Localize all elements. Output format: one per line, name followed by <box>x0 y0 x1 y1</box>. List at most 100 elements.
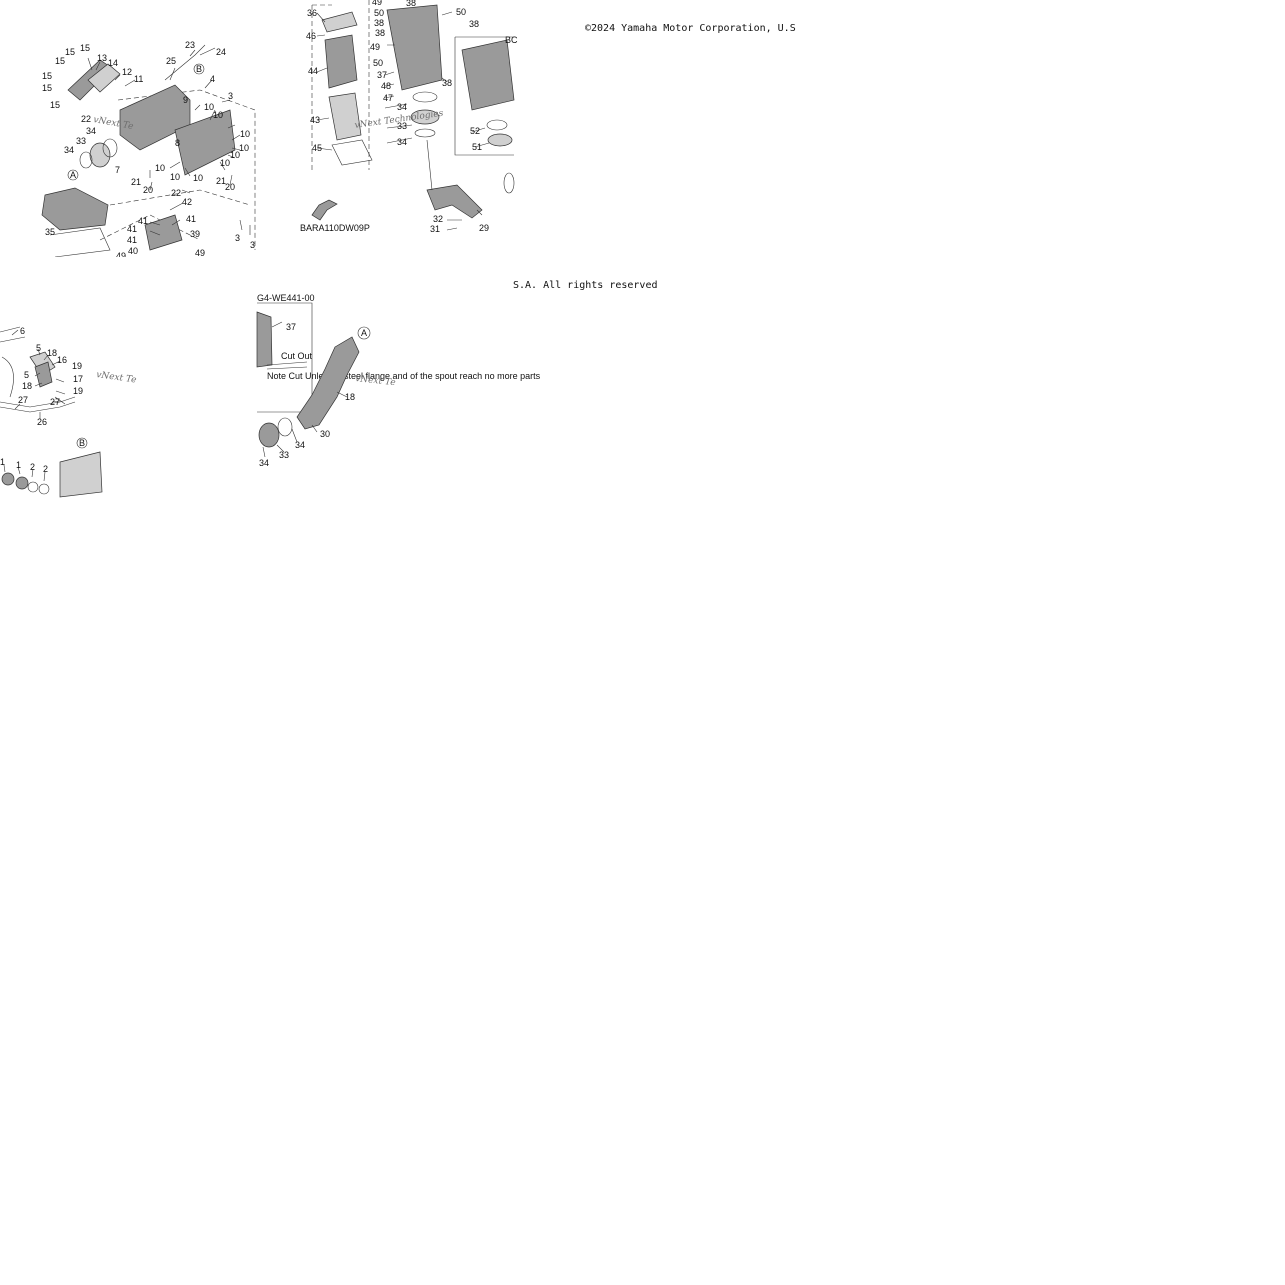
sub-diagram-code: G4-WE441-00 <box>257 293 315 303</box>
svg-text:7: 7 <box>115 165 120 175</box>
svg-text:36: 36 <box>307 8 317 18</box>
svg-text:3: 3 <box>228 91 233 101</box>
filter-cage <box>328 92 362 141</box>
svg-text:18: 18 <box>47 348 57 358</box>
svg-text:15: 15 <box>42 83 52 93</box>
svg-text:39: 39 <box>190 229 200 239</box>
svg-text:21: 21 <box>216 176 226 186</box>
cover-b <box>59 451 103 498</box>
svg-text:38: 38 <box>406 0 416 8</box>
svg-text:50: 50 <box>373 58 383 68</box>
coupler-sleeve <box>89 142 111 168</box>
svg-text:47: 47 <box>383 93 393 103</box>
svg-text:12: 12 <box>122 67 132 77</box>
svg-text:33: 33 <box>397 121 407 131</box>
svg-text:21: 21 <box>131 177 141 187</box>
svg-text:8: 8 <box>175 138 180 148</box>
svg-text:15: 15 <box>50 100 60 110</box>
diagram-code-label: BARA110DW09P <box>300 223 370 233</box>
svg-text:38: 38 <box>442 78 452 88</box>
watermark-text: vNext Te <box>96 370 137 386</box>
intake-hose <box>296 336 360 430</box>
svg-text:49: 49 <box>372 0 382 7</box>
diagram-tile-intake-manifold: 15 15 13 15 14 15 12 11 15 23 24 25 B 4 … <box>0 0 257 261</box>
hose-coupler <box>258 422 280 448</box>
svg-text:48: 48 <box>381 81 391 91</box>
svg-text:1: 1 <box>16 460 21 470</box>
svg-text:5: 5 <box>24 370 29 380</box>
clamp-block <box>34 361 53 388</box>
copyright-notice: ©2024 Yamaha Motor Corporation, U.S <box>585 23 796 34</box>
svg-text:42: 42 <box>182 197 192 207</box>
air-box-alt <box>461 39 515 111</box>
svg-text:32: 32 <box>433 214 443 224</box>
svg-text:50: 50 <box>456 7 466 17</box>
svg-text:52: 52 <box>470 126 480 136</box>
svg-text:1: 1 <box>0 457 5 467</box>
svg-text:10: 10 <box>239 143 249 153</box>
svg-text:22: 22 <box>171 188 181 198</box>
svg-text:34: 34 <box>397 102 407 112</box>
seal-ring <box>321 11 358 33</box>
svg-text:10: 10 <box>204 102 214 112</box>
svg-text:13: 13 <box>97 53 107 63</box>
svg-text:34: 34 <box>64 145 74 155</box>
diagram-tile-hose-assembly: 6 5 18 16 5 18 19 17 19 27 27 26 B 1 1 2… <box>0 257 257 498</box>
svg-text:49: 49 <box>195 248 205 258</box>
air-filter <box>324 34 358 89</box>
svg-text:49: 49 <box>116 251 126 261</box>
svg-text:50: 50 <box>374 8 384 18</box>
svg-text:A: A <box>70 170 76 180</box>
svg-text:B: B <box>79 438 85 448</box>
svg-text:15: 15 <box>42 71 52 81</box>
svg-text:2: 2 <box>43 464 48 474</box>
intake-duct <box>426 184 483 219</box>
svg-text:10: 10 <box>220 158 230 168</box>
svg-text:10: 10 <box>155 163 165 173</box>
svg-text:31: 31 <box>430 224 440 234</box>
air-box-body <box>386 4 443 91</box>
svg-text:34: 34 <box>86 126 96 136</box>
detail-note-title: Cut Out <box>281 351 313 361</box>
air-box-section <box>256 311 273 368</box>
svg-text:2: 2 <box>30 462 35 472</box>
svg-text:27: 27 <box>18 395 28 405</box>
svg-text:45: 45 <box>312 143 322 153</box>
svg-text:35: 35 <box>45 227 55 237</box>
svg-text:24: 24 <box>216 47 226 57</box>
svg-text:3: 3 <box>250 240 255 250</box>
svg-text:10: 10 <box>240 129 250 139</box>
diagram-tile-intake-hose: G4-WE441-00 Cut Out Note Cut Unless is s… <box>256 257 541 497</box>
svg-text:30: 30 <box>320 429 330 439</box>
svg-text:23: 23 <box>185 40 195 50</box>
svg-text:10: 10 <box>170 172 180 182</box>
svg-text:14: 14 <box>108 58 118 68</box>
svg-text:43: 43 <box>310 115 320 125</box>
svg-text:41: 41 <box>127 235 137 245</box>
svg-text:38: 38 <box>375 28 385 38</box>
svg-text:37: 37 <box>286 322 296 332</box>
cover <box>41 187 109 231</box>
svg-text:26: 26 <box>37 417 47 427</box>
diagram-tile-air-box: 36 49 38 50 38 46 38 49 44 50 37 48 47 3… <box>257 0 518 257</box>
svg-text:41: 41 <box>127 224 137 234</box>
svg-text:34: 34 <box>397 137 407 147</box>
svg-text:6: 6 <box>20 326 25 336</box>
ref-mark-bc: BC <box>505 35 518 45</box>
detail-note-body: Note Cut Unless is steel flange and of t… <box>267 371 541 381</box>
svg-text:9: 9 <box>183 95 188 105</box>
svg-text:33: 33 <box>76 136 86 146</box>
svg-text:38: 38 <box>469 19 479 29</box>
svg-text:18: 18 <box>345 392 355 402</box>
svg-text:20: 20 <box>143 185 153 195</box>
copyright-notice-continued: S.A. All rights reserved <box>513 280 658 291</box>
svg-text:41: 41 <box>138 216 148 226</box>
svg-text:15: 15 <box>65 47 75 57</box>
svg-text:10: 10 <box>213 110 223 120</box>
svg-text:44: 44 <box>308 66 318 76</box>
air-box-drawing: 36 49 38 50 38 46 38 49 44 50 37 48 47 3… <box>300 0 518 234</box>
svg-text:20: 20 <box>225 182 235 192</box>
svg-text:B: B <box>196 64 202 74</box>
intake-hose-drawing: G4-WE441-00 Cut Out Note Cut Unless is s… <box>256 293 541 468</box>
duct-ring <box>410 109 440 125</box>
